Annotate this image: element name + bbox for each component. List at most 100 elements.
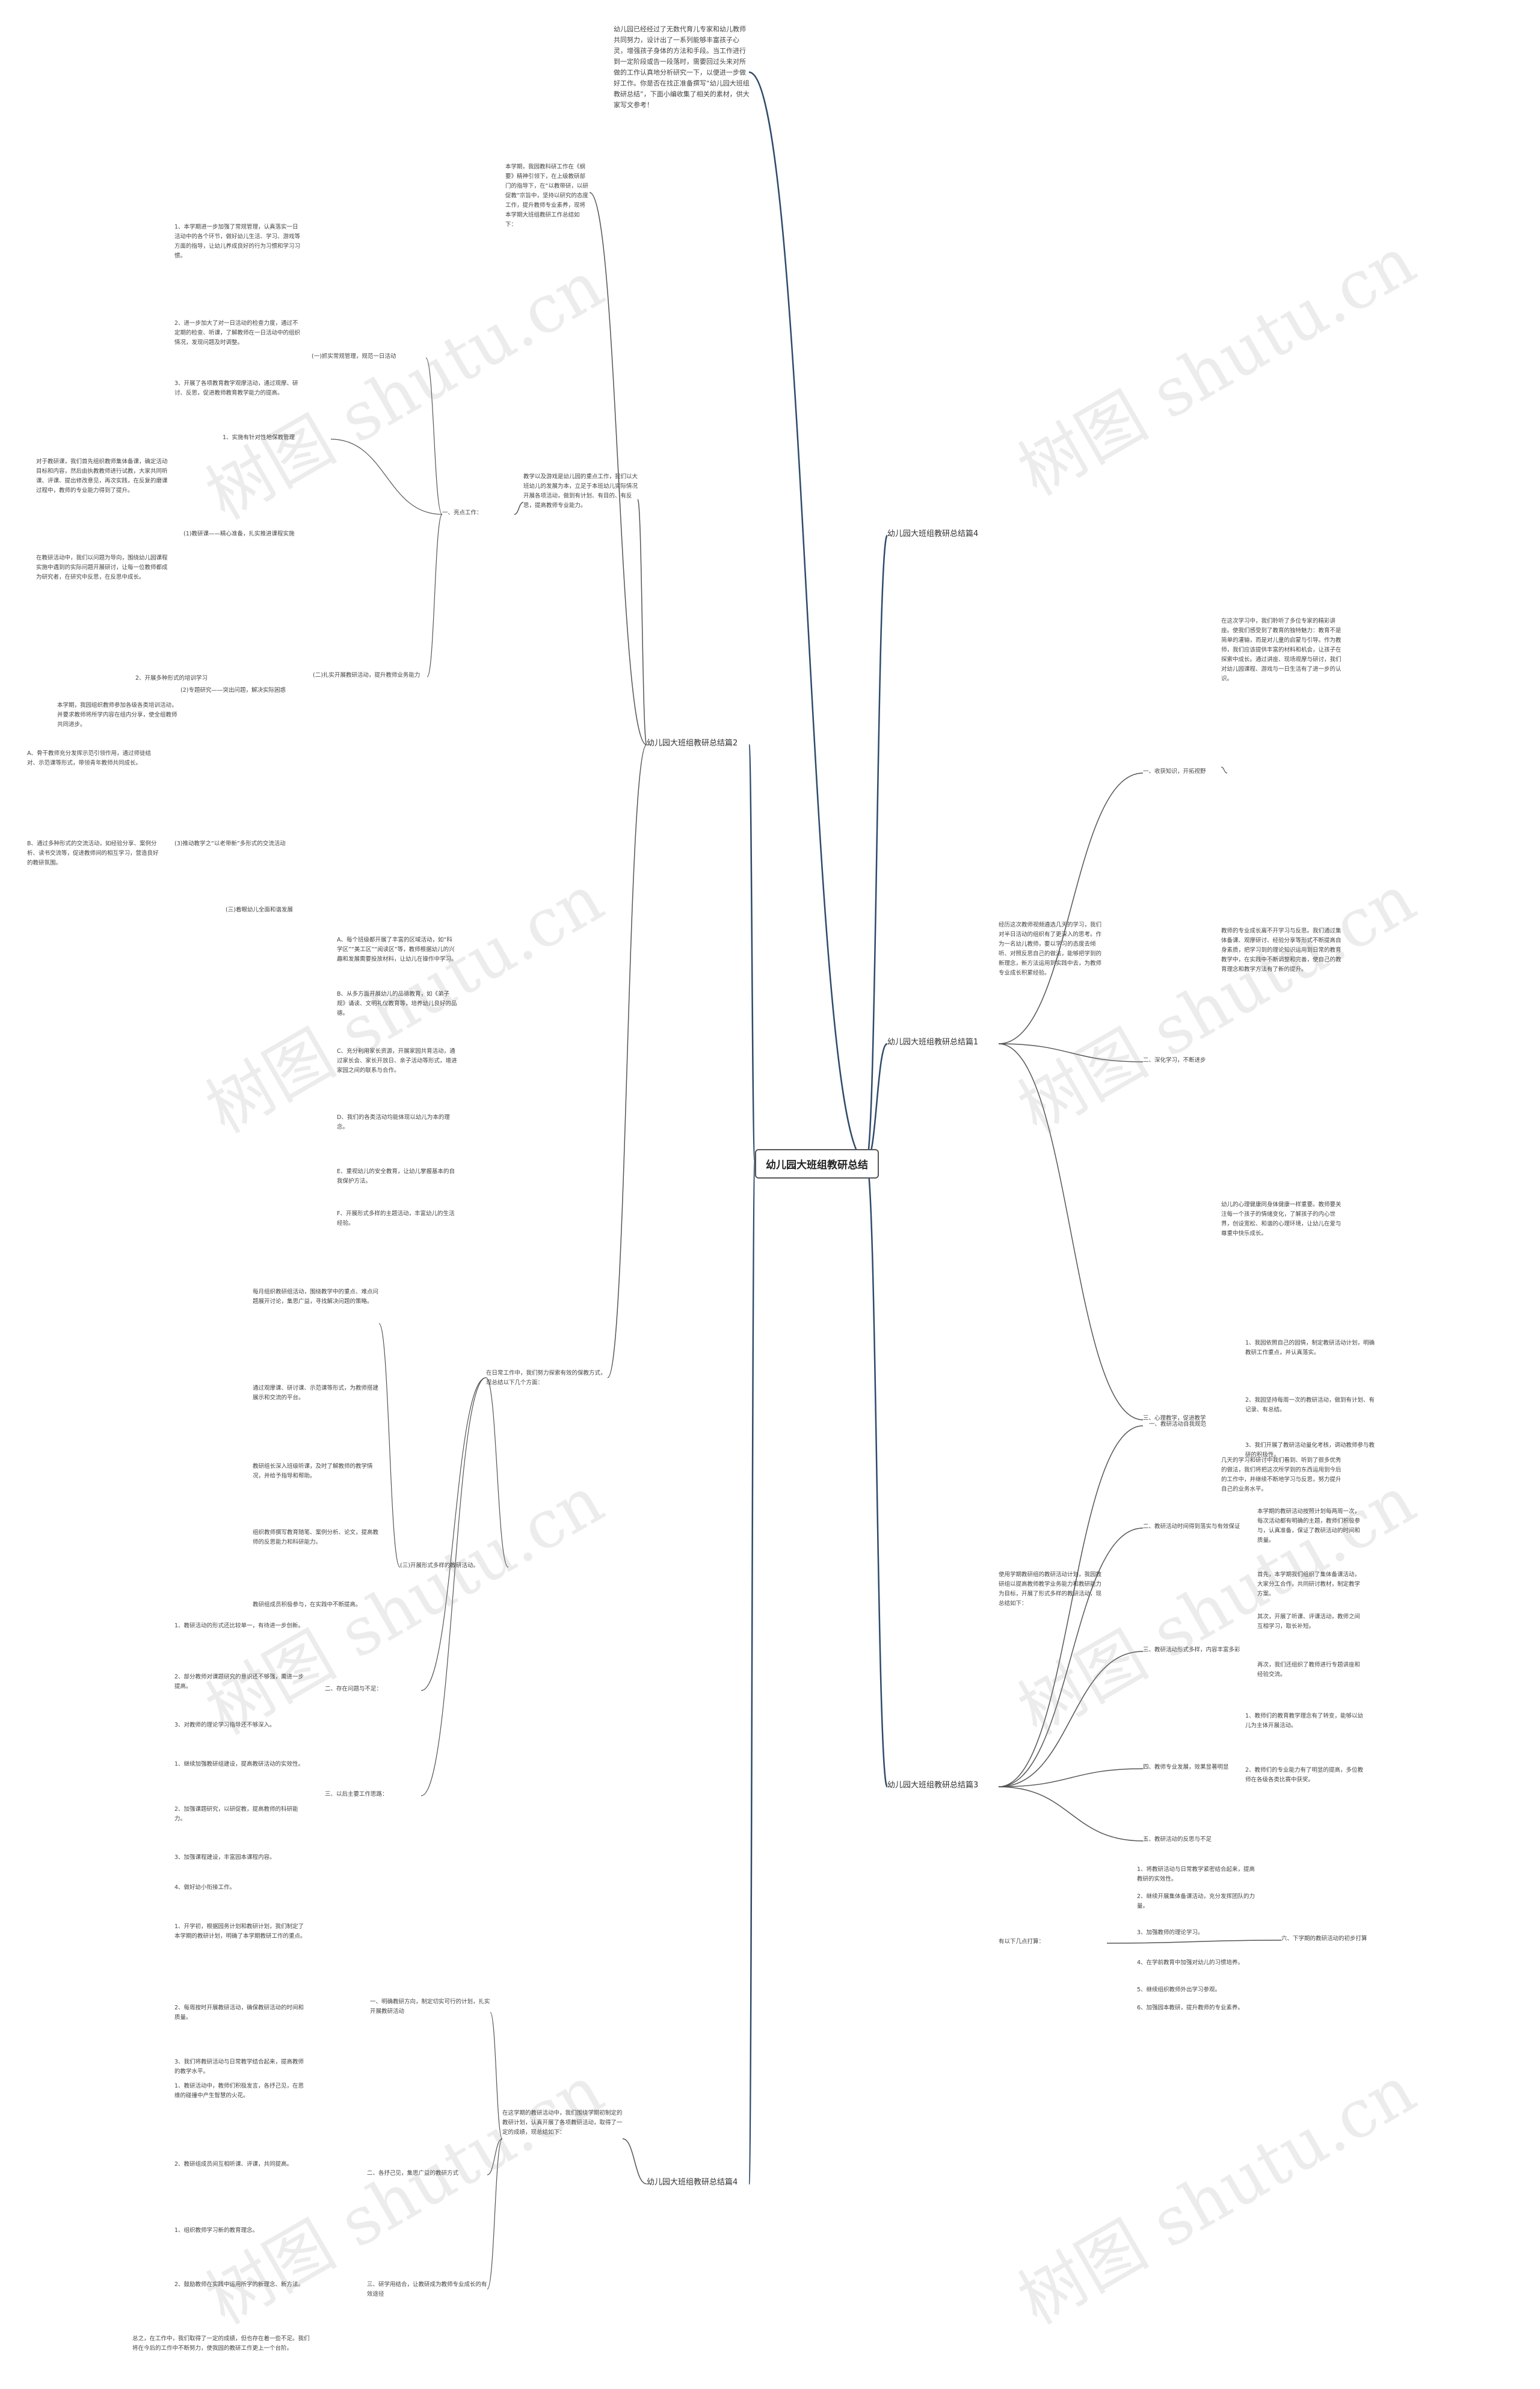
b3-c5-label: 五、教研活动的反思与不足 bbox=[1143, 1836, 1212, 1843]
connector-line bbox=[514, 502, 524, 515]
connector-line bbox=[998, 1425, 1144, 1787]
b2-sec5-label: 三、以后主要工作思路： bbox=[325, 1791, 388, 1798]
b1-c1-label: 一、收获知识，开拓视野 bbox=[1143, 768, 1206, 775]
branch-4-label: 幼儿园大班组教研总结篇4 bbox=[647, 2178, 738, 2187]
b2-sec2-item: B、从多方面开展幼儿的品德教育，如《弟子规》诵读、文明礼仪教育等，培养幼儿良好的… bbox=[337, 991, 457, 1017]
connector-line bbox=[998, 1527, 1144, 1787]
connector-line bbox=[865, 534, 889, 1162]
connector-line bbox=[378, 1323, 401, 1568]
connector-line bbox=[998, 772, 1144, 1044]
b2-item1-p1: 1、本学期进一步加强了常规管理，认真落实一日活动中的各个环节，做好幼儿生活、学习… bbox=[174, 224, 301, 259]
b1-c2-text: 教师的专业成长离不开学习与反思。我们通过集体备课、观摩研讨、经验分享等形式不断提… bbox=[1221, 928, 1341, 973]
b3-c6-label: 六、下学期的教研活动的初步打算 bbox=[1281, 1935, 1367, 1942]
connector-line bbox=[487, 2138, 503, 2290]
b3-c3-item: 其次，开展了听课、评课活动，教师之间互相学习，取长补短。 bbox=[1257, 1614, 1361, 1630]
b3-c2-text: 本学期的教研活动按照计划每两周一次，每次活动都有明确的主题，教师们积极参与，认真… bbox=[1257, 1508, 1361, 1544]
b2-item2-label: 1、实施有针对性地保教管理 bbox=[223, 434, 295, 441]
b2-item1-p2: 2、进一步加大了对一日活动的检查力度，通过不定期的检查、听课，了解教师在一日活动… bbox=[174, 320, 301, 346]
b1-c3-text-2: 几天的学习和研讨中我们看到、听到了很多优秀的做法，我们将把这次所学到的东西运用到… bbox=[1221, 1457, 1341, 1493]
b4-s1-item: 2、每周按时开展教研活动，确保教研活动的时间和质量。 bbox=[174, 2005, 304, 2021]
b2-sec4-label: 二、存在问题与不足： bbox=[325, 1686, 383, 1692]
connector-line bbox=[1106, 1940, 1282, 1944]
b2-sec5-item: 1、继续加强教研组建设，提高教研活动的实效性。 bbox=[174, 1761, 304, 1768]
branch-2-label: 幼儿园大班组教研总结篇2 bbox=[647, 739, 738, 748]
b1-c3-text-1: 幼儿的心理健康同身体健康一样重要。教师要关注每一个孩子的情绪变化，了解孩子的内心… bbox=[1221, 1201, 1341, 1237]
b2-sec3-item: 教研组长深入班级听课，及时了解教师的教学情况，并给予指导和帮助。 bbox=[253, 1463, 373, 1479]
b2-sec4-item: 3、对教师的理论学习指导还不够深入。 bbox=[174, 1722, 276, 1728]
b2-sec3-item: 每月组织教研组活动，围绕教学中的重点、难点问题展开讨论，集思广益，寻找解决问题的… bbox=[253, 1289, 379, 1305]
b2-sec4-item: 2、部分教师对课题研究的意识还不够强，需进一步提高。 bbox=[174, 1674, 304, 1690]
b2-sec3-label: (三)开展形式多样的教研活动。 bbox=[400, 1562, 479, 1569]
connector-line bbox=[490, 2012, 503, 2139]
connector-line bbox=[748, 1160, 756, 2185]
b2-item3-label: (1)教研课——精心准备，扎实推进课程实施 bbox=[183, 531, 295, 537]
b2-item4-label: (二)扎实开展教研活动，提升教师业务能力 bbox=[313, 672, 420, 679]
root-topic: 幼儿园大班组教研总结 bbox=[755, 1149, 879, 1179]
connector-line bbox=[420, 1377, 487, 1691]
b2-sec2-item: A、每个班级都开展了丰富的区域活动，如“科学区”“美工区”“阅读区”等，教师根据… bbox=[337, 937, 457, 963]
b2-sec1-label: 一、亮点工作： bbox=[442, 510, 482, 516]
b2-sec3-summary: 教研组成员积极参与，在实践中不断提高。 bbox=[253, 1601, 362, 1608]
connector-line bbox=[487, 2138, 503, 2175]
b3-c6-item: 1、将教研活动与日常教学紧密结合起来，提高教研的实效性。 bbox=[1137, 1866, 1255, 1882]
branch-1-label: 幼儿园大班组教研总结篇1 bbox=[887, 1038, 979, 1047]
b3-c2-label: 二、教研活动时间得到落实与有效保证 bbox=[1143, 1523, 1240, 1530]
connector-line bbox=[607, 744, 647, 1378]
b4-s3-label: 三、研学用结合，让教研成为教师专业成长的有效途径 bbox=[367, 2281, 487, 2298]
b3-c1-item: 2、我园坚持每周一次的教研活动，做到有计划、有记录、有总结。 bbox=[1245, 1397, 1375, 1413]
connector-line bbox=[637, 499, 647, 745]
connector-line bbox=[748, 71, 867, 1162]
connector-line bbox=[998, 1651, 1144, 1787]
connector-line bbox=[420, 1377, 487, 1796]
b2-sec2-item: D、我们的各类活动均能体现以幼儿为本的理念。 bbox=[337, 1114, 450, 1130]
b2-sec1-intro: 教学以及游戏是幼儿园的重点工作，我们以大班幼儿的发展为本，立足于本班幼儿实际情况… bbox=[523, 473, 638, 509]
b2-sec2-item: E、重视幼儿的安全教育，让幼儿掌握基本的自我保护方法。 bbox=[337, 1168, 455, 1185]
b3-c6-item: 4、在学前教育中加强对幼儿的习惯培养。 bbox=[1137, 1959, 1244, 1966]
b4-s1-item: 1、开学初，根据园务计划和教研计划，我们制定了本学期的教研计划，明确了本学期教研… bbox=[174, 1923, 306, 1940]
b3-c6-intro: 有以下几点打算： bbox=[999, 1938, 1045, 1945]
b2-sec5-item: 3、加强课程建设，丰富园本课程内容。 bbox=[174, 1854, 276, 1861]
connector-line bbox=[1221, 766, 1228, 774]
branch-3-label: 幼儿园大班组教研总结篇3 bbox=[887, 1781, 979, 1790]
b2-sec2-item: F、开展形式多样的主题活动，丰富幼儿的生活经验。 bbox=[337, 1210, 455, 1227]
b3-c1-item: 3、我们开展了教研活动量化考核，调动教师参与教研的积极性。 bbox=[1245, 1442, 1375, 1458]
b2-item7-label: (三)着眼幼儿全面和谐发展 bbox=[226, 907, 293, 913]
connector-line bbox=[998, 1043, 1144, 1062]
intro-text: 幼儿园已经经过了无数代育儿专家和幼儿教师共同努力，设计出了一系列能够丰富孩子心灵… bbox=[614, 25, 750, 109]
b2-sec2-item: C、充分利用家长资源，开展家园共育活动，通过家长会、家长开放日、亲子活动等形式，… bbox=[337, 1048, 457, 1074]
b2-sec3-item: 通过观摩课、研讨课、示范课等形式，为教师搭建展示和交流的平台。 bbox=[253, 1385, 379, 1401]
b4-intro: 在这学期的教研活动中，我们围绕学期初制定的教研计划，认真开展了各项教研活动，取得… bbox=[502, 2110, 623, 2136]
b2-sec4-item: 1、教研活动的形式还比较单一，有待进一步创新。 bbox=[174, 1623, 304, 1629]
b3-c3-label: 三、教研活动形式多样，内容丰富多彩 bbox=[1143, 1647, 1240, 1653]
connector-line bbox=[485, 1377, 509, 1568]
connector-line bbox=[998, 1786, 1144, 1842]
b3-c6-item: 3、加强教师的理论学习。 bbox=[1137, 1929, 1204, 1936]
connector-line bbox=[998, 1768, 1144, 1787]
b2-item5-p2: 本学期，我园组织教师参加各级各类培训活动，并要求教师将所学内容在组内分享，使全组… bbox=[57, 702, 177, 728]
b1-intro: 经历这次教师视频遴选几天的学习，我们对半日活动的组织有了更深入的思考。作为一名幼… bbox=[999, 922, 1102, 976]
b4-closing: 总之，在工作中，我们取得了一定的成绩，但也存在着一些不足。我们将在今后的工作中不… bbox=[132, 2335, 310, 2352]
connector-line bbox=[427, 514, 443, 677]
b4-s3-item: 2、鼓励教师在实践中运用所学的新理念、新方法。 bbox=[174, 2281, 304, 2288]
b2-intro: 本学期，我园教科研工作在《纲要》精神引领下，在上级教研部门的指导下，在“以教带研… bbox=[505, 164, 588, 228]
b4-s1-item: 3、我们将教研活动与日常教学结合起来，提高教师的教学水平。 bbox=[174, 2059, 304, 2075]
b3-c6-item: 6、加强园本教研，提升教师的专业素养。 bbox=[1137, 2005, 1244, 2011]
b4-s2-item: 2、教研组成员间互相听课、评课，共同提高。 bbox=[174, 2161, 293, 2168]
b3-c1-item: 1、我园依照自己的园情，制定教研活动计划，明确教研工作重点，并认真落实。 bbox=[1245, 1340, 1375, 1356]
b2-item6-label: (3)推动教学之“以老带新”多形式的交流活动 bbox=[174, 840, 286, 847]
b1-c3-label: 三、心理教学，促进教学 bbox=[1143, 1415, 1206, 1422]
b2-sec2-intro: 在日常工作中，我们努力探索有效的保教方式，现总结以下几个方面： bbox=[486, 1370, 606, 1386]
b2-item5-label: (2)专题研究——突出问题，解决实际困惑 bbox=[180, 687, 286, 694]
connector-line bbox=[622, 2138, 647, 2184]
connector-line bbox=[748, 744, 756, 1162]
b1-c2-label: 二、深化学习，不断进步 bbox=[1143, 1057, 1206, 1064]
b2-item1-p3: 3、开展了各项教育教学观摩活动，通过观摩、研讨、反思，促进教师教育教学能力的提高… bbox=[174, 380, 298, 396]
b2-sec3-item: 组织教师撰写教育随笔、案例分析、论文，提高教师的反思能力和科研能力。 bbox=[253, 1529, 379, 1546]
b2-item1-label: (一)抓实常规管理，规范一日活动 bbox=[312, 353, 396, 360]
b2-sec5-item: 4、做好幼小衔接工作。 bbox=[174, 1884, 236, 1891]
b4-s3-item: 1、组织教师学习新的教育理念。 bbox=[174, 2227, 259, 2234]
b3-c6-item: 2、继续开展集体备课活动，充分发挥团队的力量。 bbox=[1137, 1893, 1255, 1910]
b3-c3-item: 首先，本学期我们组织了集体备课活动，大家分工合作，共同研讨教材，制定教学方案。 bbox=[1257, 1571, 1361, 1597]
b2-item4-text: 在教研活动中，我们以问题为导向，围绕幼儿园课程实施中遇到的实际问题开展研讨，让每… bbox=[36, 555, 168, 581]
